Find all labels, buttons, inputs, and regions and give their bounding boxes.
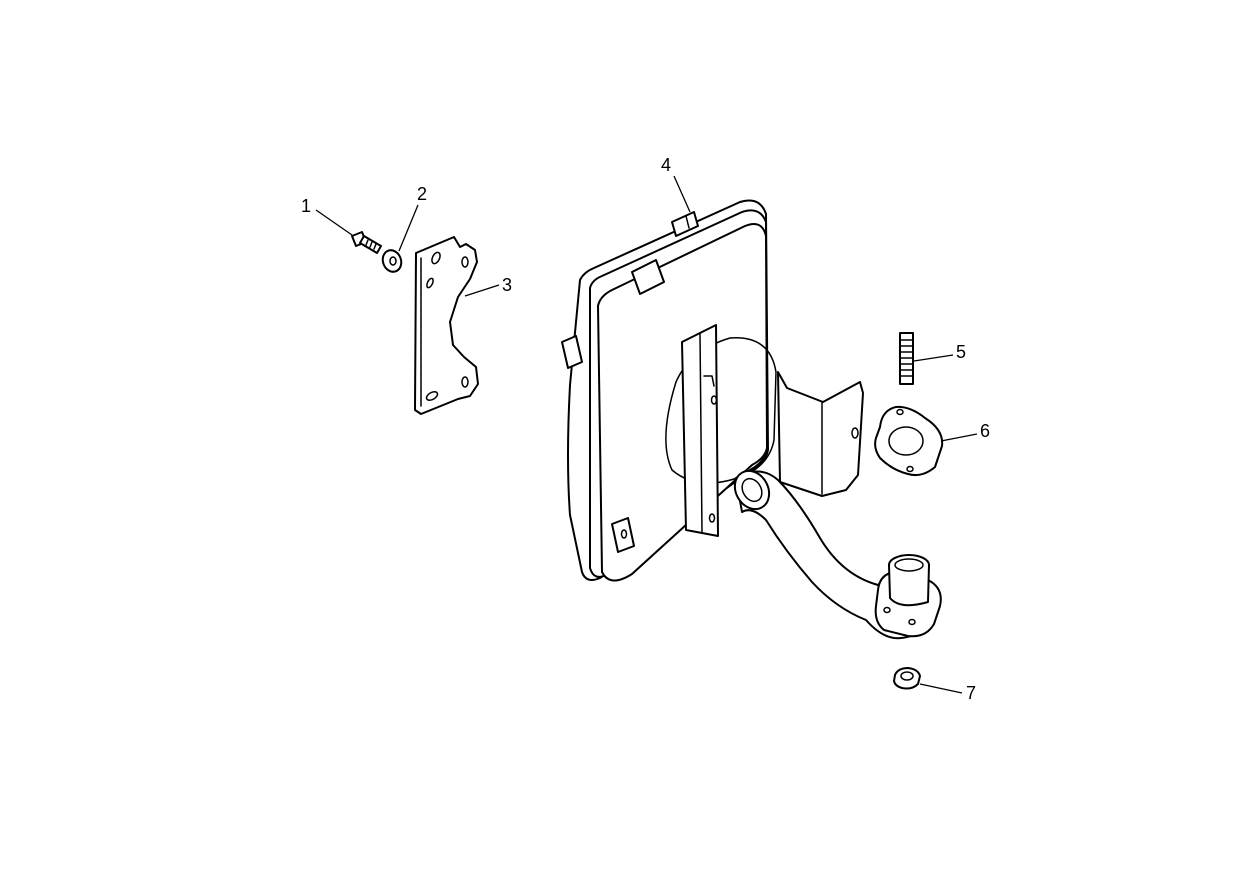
- nut-part: [893, 667, 921, 690]
- leader-line-3: [464, 284, 500, 297]
- leader-line-5: [913, 354, 954, 362]
- callout-2: 2: [417, 184, 427, 204]
- gasket-part: [874, 405, 944, 477]
- muffler-part: [561, 199, 942, 640]
- bolt-part: [351, 231, 382, 254]
- leader-line-6: [940, 433, 978, 442]
- callout-4: 4: [661, 155, 671, 175]
- callout-7: 7: [966, 683, 976, 703]
- callout-3: 3: [502, 275, 512, 295]
- leader-line-7: [919, 683, 963, 694]
- callout-5: 5: [956, 342, 966, 362]
- washer-part: [381, 249, 403, 273]
- leader-line-1: [315, 209, 353, 236]
- mounting-bracket-part: [414, 236, 479, 415]
- callout-6: 6: [980, 421, 990, 441]
- stud-part: [899, 332, 914, 385]
- leader-line-2: [398, 204, 419, 252]
- leader-line-4: [673, 175, 691, 213]
- leader-lines: [315, 175, 978, 694]
- callout-labels: 1 2 3 4 5 6 7: [301, 155, 990, 703]
- callout-1: 1: [301, 196, 311, 216]
